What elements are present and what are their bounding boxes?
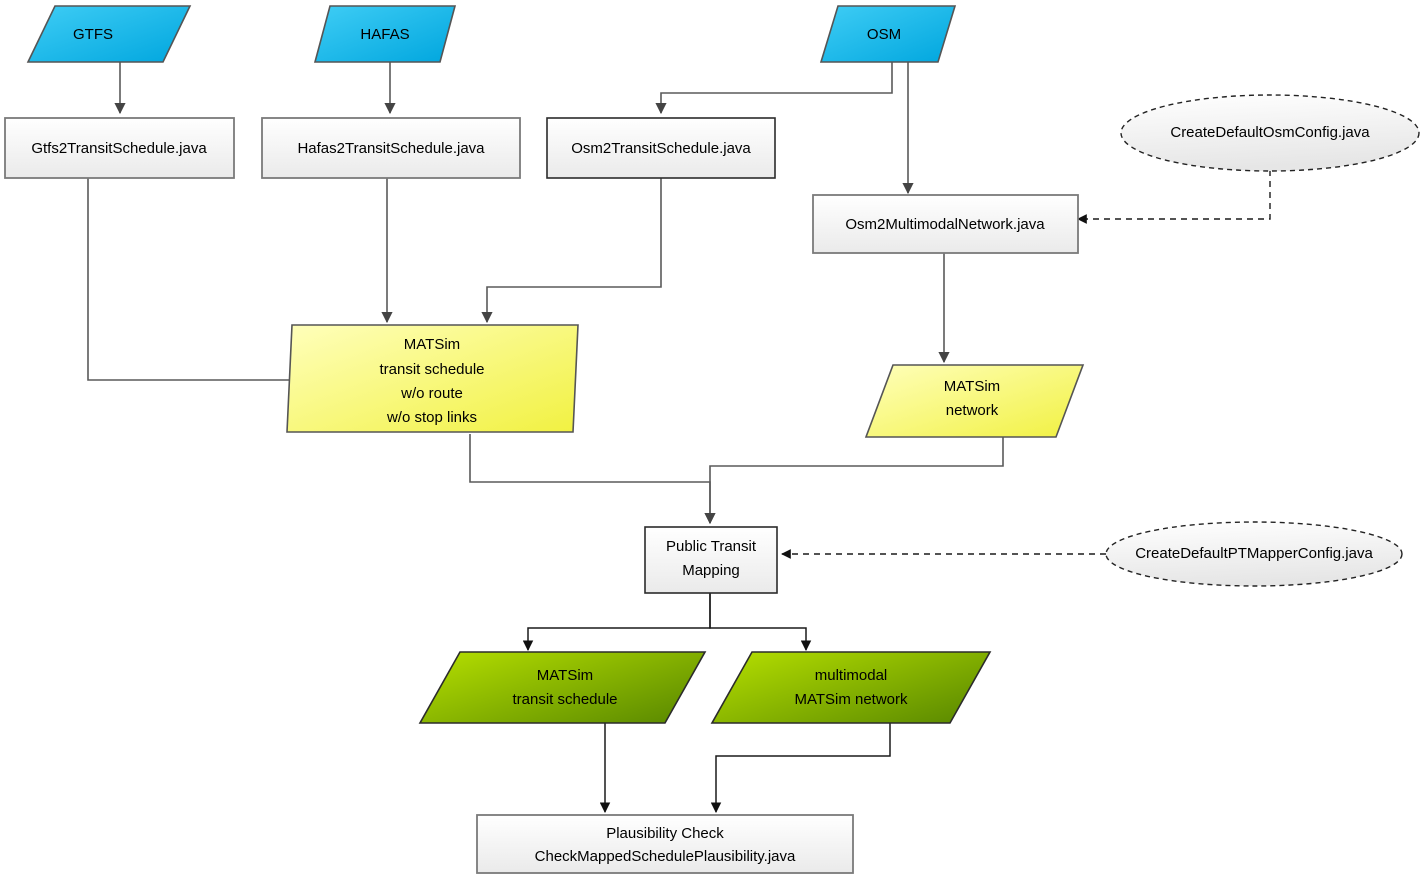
osm2transitschedule-box: [546, 117, 776, 179]
data-node-transit-schedule-unmapped[interactable]: MATSim transit schedule w/o route w/o st…: [286, 324, 579, 433]
plausibility-check-box: [476, 814, 854, 874]
osm-parallelogram: [819, 5, 957, 63]
public-transit-mapping-box: [644, 526, 778, 594]
transit-schedule-unmapped-line-4: w/o stop links: [386, 409, 477, 426]
matsim-transit-schedule-parallelogram: [418, 651, 707, 724]
public-transit-mapping-line-2: Mapping: [682, 562, 740, 579]
plausibility-check-line-2: CheckMappedSchedulePlausibility.java: [535, 848, 796, 865]
transit-schedule-unmapped-line-2: transit schedule: [379, 361, 484, 378]
edge-mapping-to-matsim-transit-schedule: [522, 593, 711, 652]
createdefaultosmconfig-label: CreateDefaultOsmConfig.java: [1170, 124, 1370, 141]
gtfs2transitschedule-label: Gtfs2TransitSchedule.java: [31, 140, 207, 157]
hafas-label: HAFAS: [360, 26, 409, 43]
edge-matsim-network-to-mapping: [704, 437, 1004, 525]
edge-osm2transitschedule-to-transit-schedule: [481, 178, 662, 324]
process-node-osm2transitschedule[interactable]: Osm2TransitSchedule.java: [546, 117, 776, 179]
process-node-gtfs2transitschedule[interactable]: Gtfs2TransitSchedule.java: [4, 117, 235, 179]
edge-mapping-to-multimodal-matsim-network: [709, 593, 812, 652]
edge-gtfs2transitschedule-to-transit-schedule: [87, 178, 334, 386]
matsim-network-parallelogram: [864, 364, 1085, 438]
config-node-createdefaultptmapperconfig[interactable]: CreateDefaultPTMapperConfig.java: [1105, 521, 1403, 587]
createdefaultptmapperconfig-label: CreateDefaultPTMapperConfig.java: [1135, 545, 1373, 562]
matsim-transit-schedule-line-1: MATSim: [537, 667, 593, 684]
edge-createdefaultosmconfig-to-osm2multimodalnetwork: [1077, 170, 1271, 224]
source-node-hafas[interactable]: HAFAS: [313, 5, 457, 63]
data-node-matsim-network[interactable]: MATSim network: [864, 364, 1085, 438]
edge-transit-schedule-to-mapping: [469, 434, 716, 525]
osm2multimodalnetwork-box: [812, 194, 1079, 254]
transit-schedule-unmapped-parallelogram: [286, 324, 579, 433]
multimodal-matsim-network-line-1: multimodal: [815, 667, 888, 684]
matsim-network-line-1: MATSim: [944, 378, 1000, 395]
gtfs-label: GTFS: [73, 26, 113, 43]
hafas-parallelogram: [313, 5, 457, 63]
data-node-multimodal-matsim-network[interactable]: multimodal MATSim network: [710, 651, 992, 724]
edge-multimodal-matsim-network-to-plausibility-check: [710, 723, 891, 814]
hafas2transitschedule-box: [261, 117, 521, 179]
source-node-osm[interactable]: OSM: [819, 5, 957, 63]
config-node-createdefaultosmconfig[interactable]: CreateDefaultOsmConfig.java: [1120, 94, 1420, 172]
createdefaultosmconfig-ellipse: [1120, 94, 1420, 172]
source-node-gtfs[interactable]: GTFS: [26, 5, 192, 63]
data-node-matsim-transit-schedule[interactable]: MATSim transit schedule: [418, 651, 707, 724]
process-node-osm2multimodalnetwork[interactable]: Osm2MultimodalNetwork.java: [812, 194, 1079, 254]
multimodal-matsim-network-line-2: MATSim network: [794, 691, 908, 708]
transit-schedule-unmapped-line-1: MATSim: [404, 336, 460, 353]
matsim-transit-schedule-line-2: transit schedule: [512, 691, 617, 708]
multimodal-matsim-network-parallelogram: [710, 651, 992, 724]
plausibility-check-line-1: Plausibility Check: [606, 825, 724, 842]
process-node-plausibility-check[interactable]: Plausibility Check CheckMappedSchedulePl…: [476, 814, 854, 874]
hafas2transitschedule-label: Hafas2TransitSchedule.java: [297, 140, 485, 157]
public-transit-mapping-line-1: Public Transit: [666, 538, 757, 555]
gtfs-parallelogram: [26, 5, 192, 63]
osm-label: OSM: [867, 26, 901, 43]
gtfs2transitschedule-box: [4, 117, 235, 179]
osm2transitschedule-label: Osm2TransitSchedule.java: [571, 140, 751, 157]
process-node-public-transit-mapping[interactable]: Public Transit Mapping: [644, 526, 778, 594]
edge-osm-to-osm2transitschedule: [655, 62, 893, 115]
process-node-hafas2transitschedule[interactable]: Hafas2TransitSchedule.java: [261, 117, 521, 179]
transit-schedule-unmapped-line-3: w/o route: [400, 385, 463, 402]
createdefaultptmapperconfig-ellipse: [1105, 521, 1403, 587]
matsim-network-line-2: network: [946, 402, 999, 419]
osm2multimodalnetwork-label: Osm2MultimodalNetwork.java: [845, 216, 1045, 233]
